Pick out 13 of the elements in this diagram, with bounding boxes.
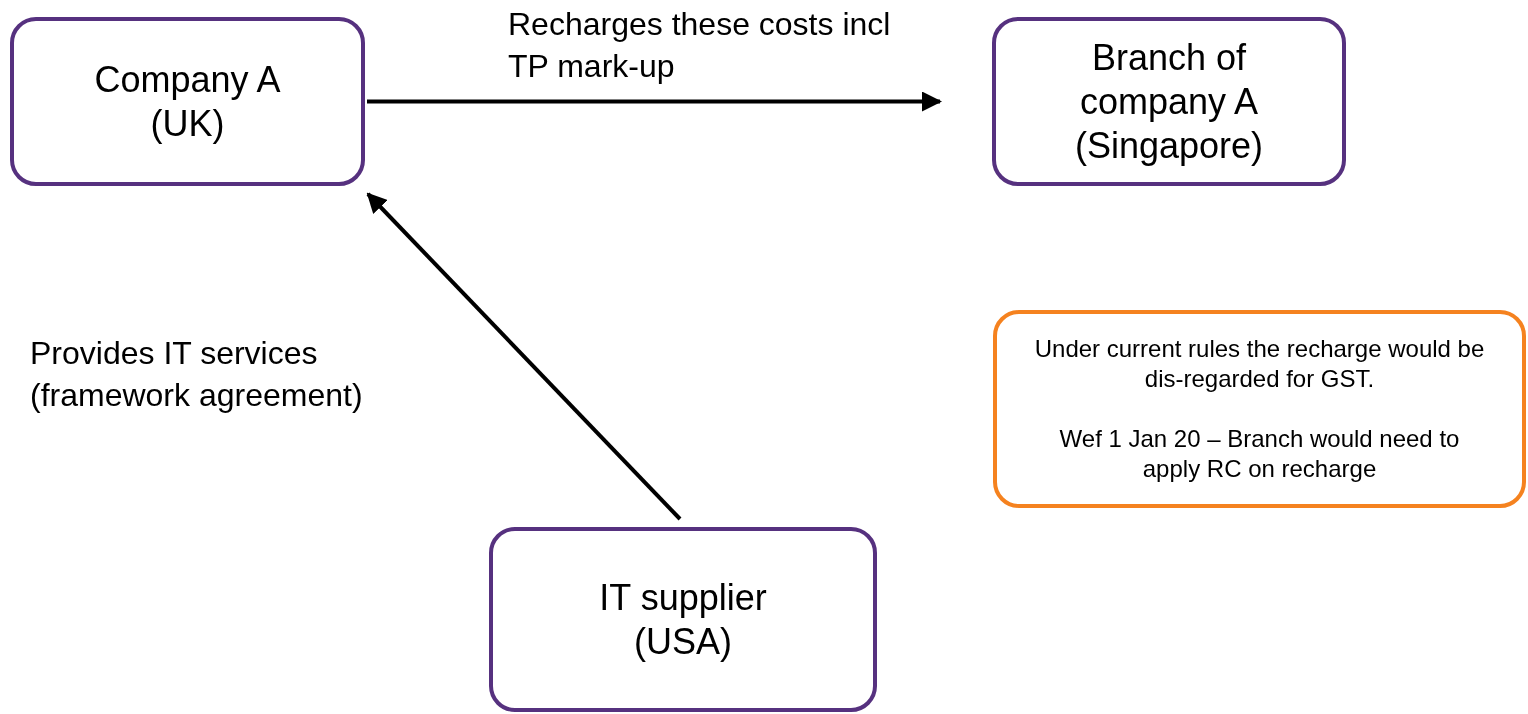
note-box: [993, 310, 1526, 508]
arrow: [367, 91, 942, 112]
entity-label: Branch of company A (Singapore): [1073, 35, 1265, 168]
entity-box: [992, 17, 1346, 186]
arrow: [366, 192, 682, 521]
note-text: Wef 1 Jan 20 – Branch would need to apply RC on recharge: [1058, 424, 1461, 484]
entity-box: [10, 17, 365, 186]
entity-label: IT supplier (USA): [598, 575, 768, 664]
edge-label: Recharges these costs incl TP mark-up: [508, 5, 892, 86]
edge-label: Provides IT services (framework agreement): [30, 334, 364, 415]
note-text: Under current rules the recharge would be dis-regarded for GST.: [1033, 334, 1486, 394]
entity-label: Company A (UK): [93, 57, 282, 146]
entity-box: [489, 527, 877, 712]
